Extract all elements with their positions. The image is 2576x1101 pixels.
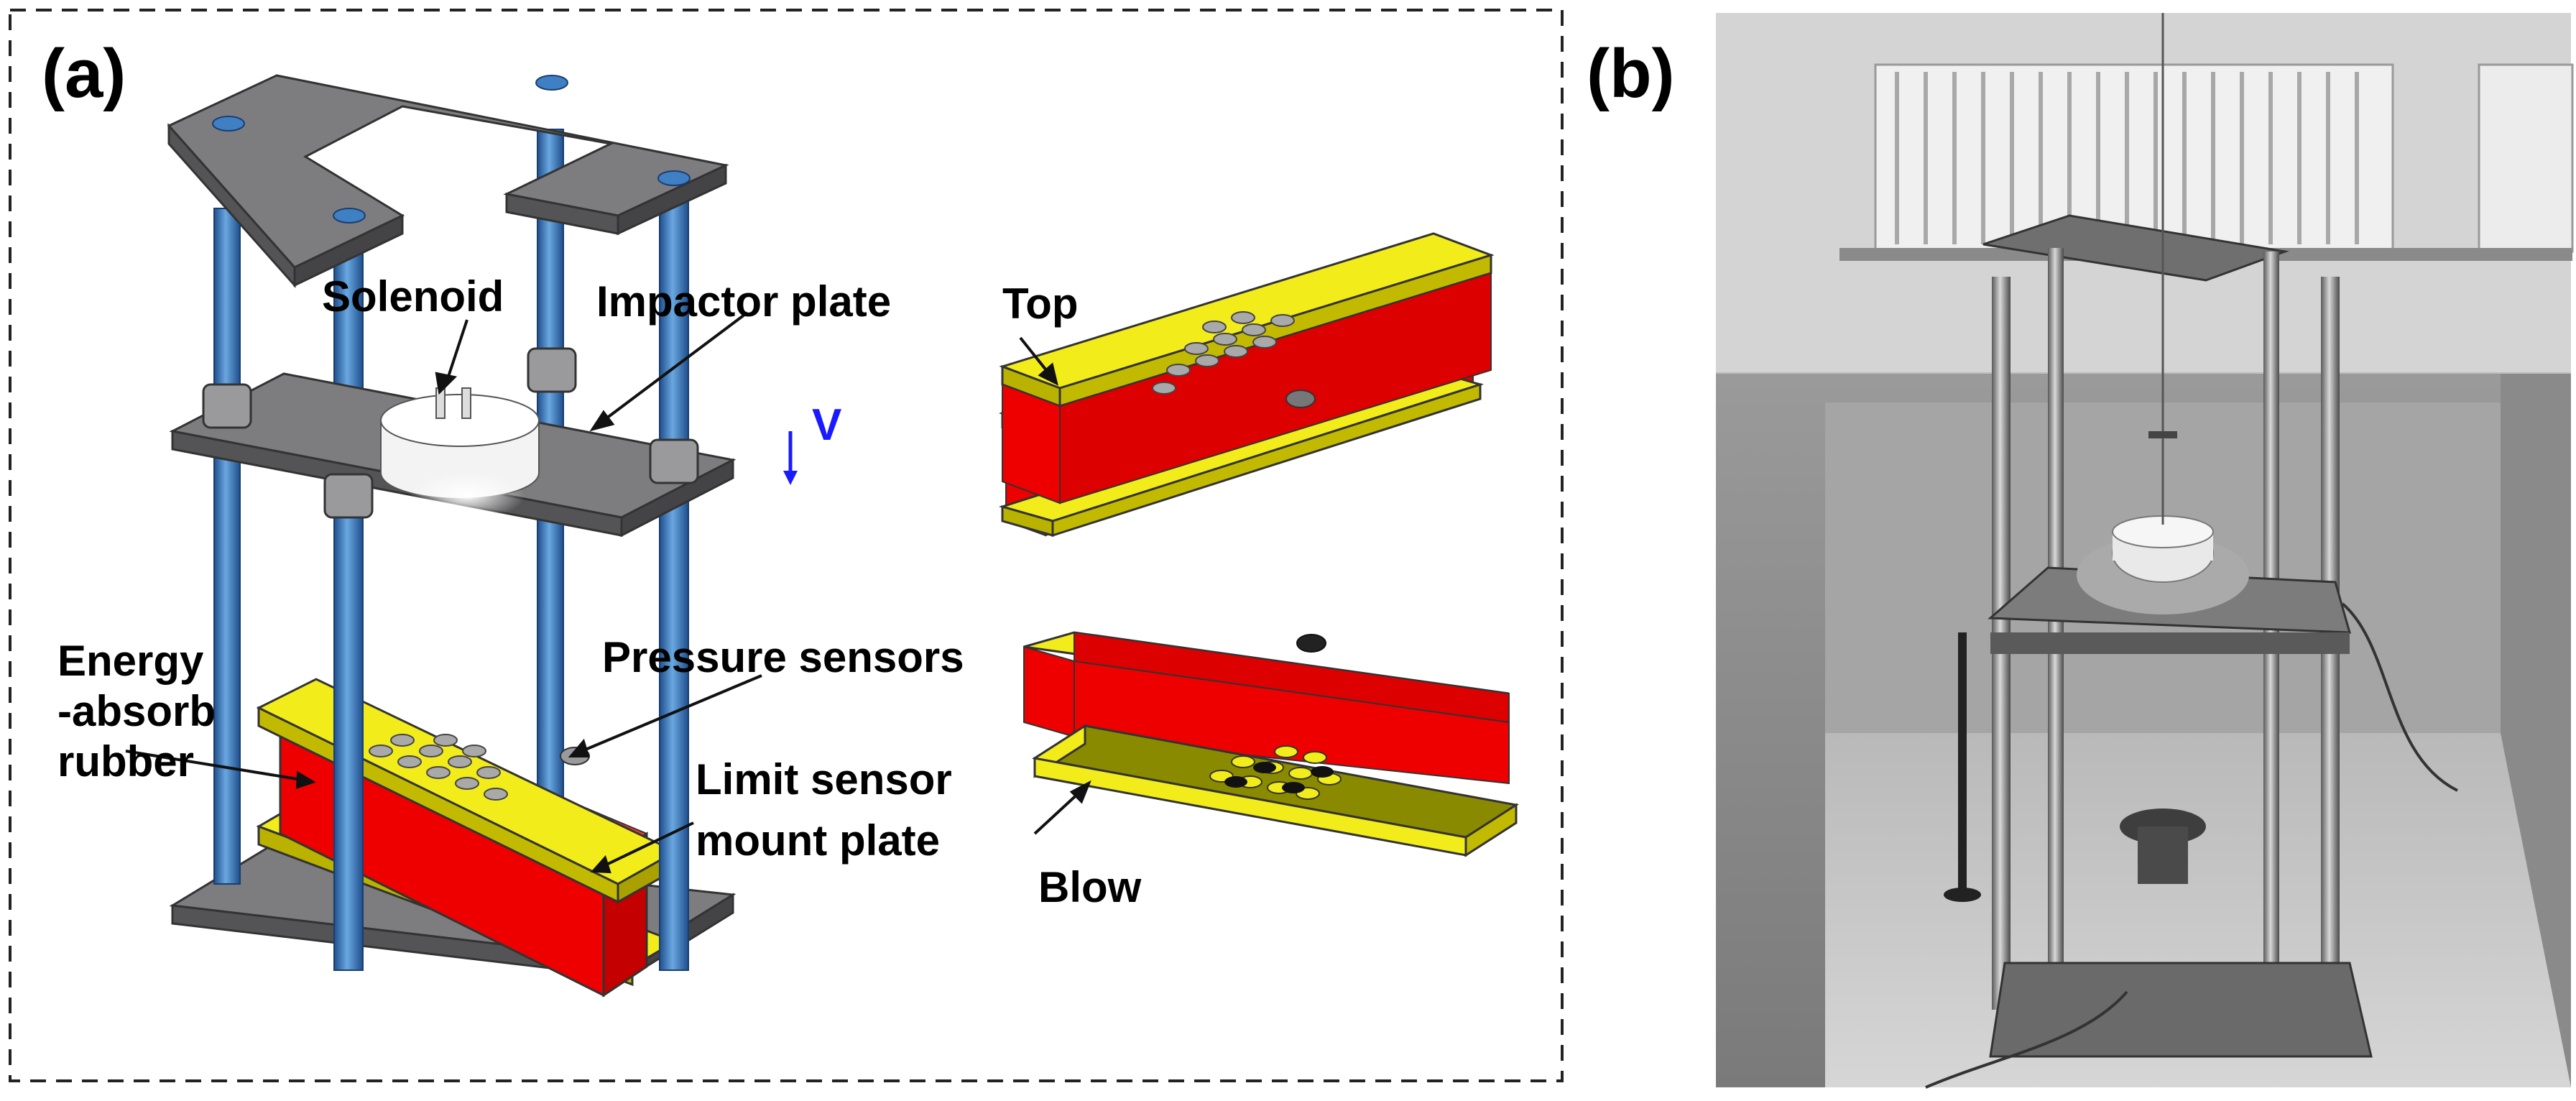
photo-apparatus	[1716, 13, 2574, 1089]
panel-a: (a)	[9, 9, 1564, 1082]
rod-front-left	[333, 244, 364, 971]
panel-b: (b)	[1587, 13, 2574, 1089]
label-top: Top	[1002, 280, 1079, 328]
label-solenoid: Solenoid	[322, 272, 504, 321]
panel-a-tag: (a)	[42, 35, 126, 112]
label-limit-line2: mount plate	[696, 816, 940, 865]
impactor-plate	[169, 347, 737, 538]
rod-back-left	[213, 208, 241, 885]
label-limit-line1: Limit sensor	[696, 755, 952, 803]
panel-b-tag: (b)	[1587, 35, 1675, 112]
label-energy-line3: rubber	[57, 737, 194, 786]
label-energy-line1: Energy	[57, 637, 204, 685]
panel-a-dashed-border	[9, 9, 1564, 1082]
top-plate	[167, 74, 729, 288]
leader-lines	[125, 311, 1091, 874]
exploded-top	[998, 232, 1495, 538]
label-energy-line2: -absorb	[57, 687, 216, 735]
label-impactor-plate: Impactor plate	[596, 277, 891, 326]
label-velocity: V	[812, 400, 841, 450]
exploded-blow	[1023, 631, 1520, 857]
label-pressure-sensors: Pressure sensors	[602, 633, 964, 681]
label-blow: Blow	[1038, 863, 1142, 911]
arrow-down-icon	[783, 431, 798, 485]
